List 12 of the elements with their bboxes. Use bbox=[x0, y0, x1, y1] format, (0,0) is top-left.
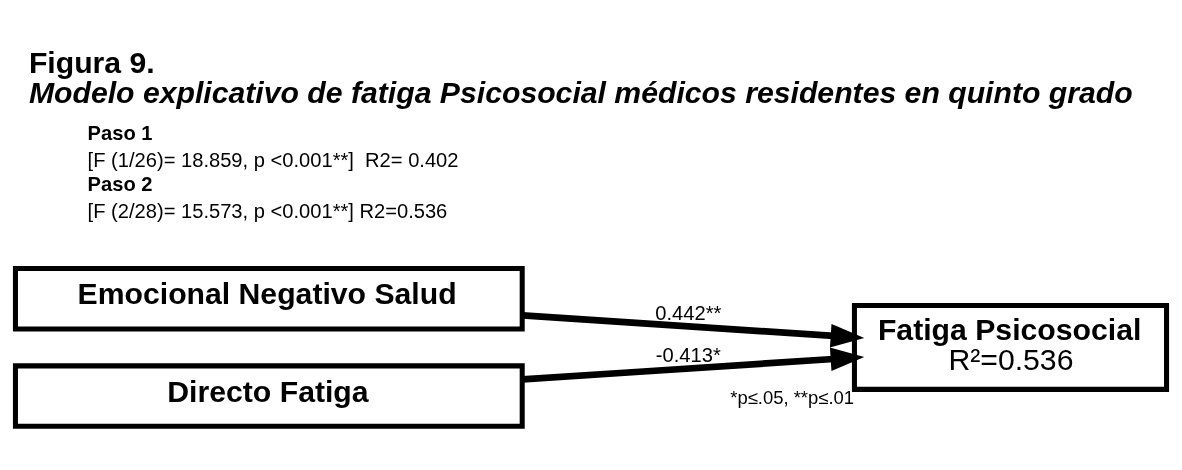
label: [F (2/28)= 15.573, p <0.001**] R2=0.536 bbox=[87, 199, 448, 222]
edge-label: -0.413* bbox=[655, 343, 721, 366]
node-box: Directo Fatiga bbox=[12, 363, 525, 429]
arrow bbox=[522, 312, 865, 348]
label: [F (1/26)= 18.859, p <0.001**] R2= 0.402 bbox=[87, 149, 459, 172]
diagram-title: Figura 9. bbox=[28, 45, 155, 79]
node-box: Fatiga Psicosocial R²=0.536 bbox=[851, 302, 1170, 392]
label: Paso 2 bbox=[87, 172, 153, 195]
arrow bbox=[522, 347, 865, 383]
node-box: Emocional Negativo Salud bbox=[12, 266, 525, 332]
label: Paso 1 bbox=[87, 122, 153, 145]
edge-label: 0.442** bbox=[655, 301, 722, 324]
